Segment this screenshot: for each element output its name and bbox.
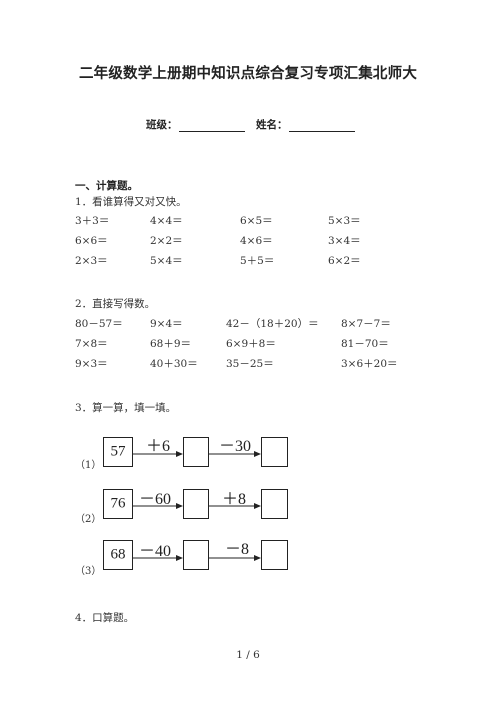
chain3-op1: －40 bbox=[139, 543, 172, 560]
chain3-label: （3） bbox=[75, 566, 102, 577]
q1-r3-c4: 6×2＝ bbox=[328, 255, 361, 267]
class-blank[interactable] bbox=[178, 121, 245, 132]
chain1-start-box: 57 bbox=[103, 437, 133, 467]
q1-r2-c4: 3×4＝ bbox=[328, 235, 361, 247]
page-number: 1 / 6 bbox=[236, 649, 260, 661]
q1-r3-c2: 5×4＝ bbox=[150, 255, 183, 267]
chain2-op1: －60 bbox=[139, 491, 172, 508]
q2-r2-c3: 6×9＋8＝ bbox=[226, 338, 276, 350]
q1-r3-c3: 5＋5＝ bbox=[240, 255, 275, 267]
q1-r1-c1: 3＋3＝ bbox=[75, 215, 110, 227]
section-heading: 一、计算题。 bbox=[75, 180, 138, 192]
q2-r1-c2: 9×4＝ bbox=[150, 318, 183, 330]
q2-r3-c3: 35－25＝ bbox=[226, 358, 274, 370]
q2-r1-c4: 8×7－7＝ bbox=[341, 318, 391, 330]
chain3-middle-box[interactable] bbox=[183, 540, 209, 570]
name-blank[interactable] bbox=[288, 121, 355, 132]
chain2-op2: ＋8 bbox=[222, 491, 247, 508]
q2-r3-c2: 40＋30＝ bbox=[150, 358, 198, 370]
chain2-start-value: 76 bbox=[110, 495, 126, 512]
q2-r1-c3: 42－（18＋20）＝ bbox=[226, 318, 319, 330]
page-title: 二年级数学上册期中知识点综合复习专项汇集北师大 bbox=[78, 66, 418, 82]
chain3-op2: －8 bbox=[225, 541, 250, 558]
q2-r2-c2: 68＋9＝ bbox=[150, 338, 192, 350]
q2-r2-c1: 7×8＝ bbox=[75, 338, 108, 350]
q1-r3-c1: 2×3＝ bbox=[75, 255, 108, 267]
chain2-middle-box[interactable] bbox=[183, 489, 209, 519]
chain3-end-box[interactable] bbox=[261, 540, 288, 570]
class-label: 班级： bbox=[146, 119, 178, 131]
q1-r1-c4: 5×3＝ bbox=[328, 215, 361, 227]
q2-r2-c4: 81－70＝ bbox=[341, 338, 389, 350]
q1-r2-c2: 2×2＝ bbox=[150, 235, 183, 247]
name-field[interactable]: 姓名： bbox=[256, 117, 355, 132]
q2-r1-c1: 80－57＝ bbox=[75, 318, 123, 330]
q1-r2-c3: 4×6＝ bbox=[240, 235, 273, 247]
chain3-start-box: 68 bbox=[103, 540, 133, 570]
q1-r2-c1: 6×6＝ bbox=[75, 235, 108, 247]
chain1-end-box[interactable] bbox=[261, 437, 288, 467]
q2-r3-c4: 3×6＋20＝ bbox=[341, 358, 398, 370]
chain1-op1: ＋6 bbox=[146, 438, 171, 455]
class-field[interactable]: 班级： bbox=[146, 117, 245, 132]
q1-r1-c2: 4×4＝ bbox=[150, 215, 183, 227]
q1-r1-c3: 6×5＝ bbox=[240, 215, 273, 227]
q2-prompt: 2．直接写得数。 bbox=[75, 298, 156, 310]
chain1-start-value: 57 bbox=[110, 443, 126, 460]
q1-prompt: 1．看谁算得又对又快。 bbox=[75, 196, 187, 208]
chain2-label: （2） bbox=[75, 514, 102, 525]
chain1-middle-box[interactable] bbox=[183, 437, 209, 467]
q2-r3-c1: 9×3＝ bbox=[75, 358, 108, 370]
q3-prompt: 3．算一算，填一填。 bbox=[75, 402, 177, 414]
chain1-op2: －30 bbox=[219, 438, 252, 455]
chain3-start-value: 68 bbox=[110, 546, 126, 563]
name-label: 姓名： bbox=[256, 119, 288, 131]
chain1-label: （1） bbox=[75, 460, 102, 471]
chain2-start-box: 76 bbox=[103, 489, 133, 519]
q4-prompt: 4．口算题。 bbox=[75, 612, 135, 624]
chain2-end-box[interactable] bbox=[261, 489, 288, 519]
